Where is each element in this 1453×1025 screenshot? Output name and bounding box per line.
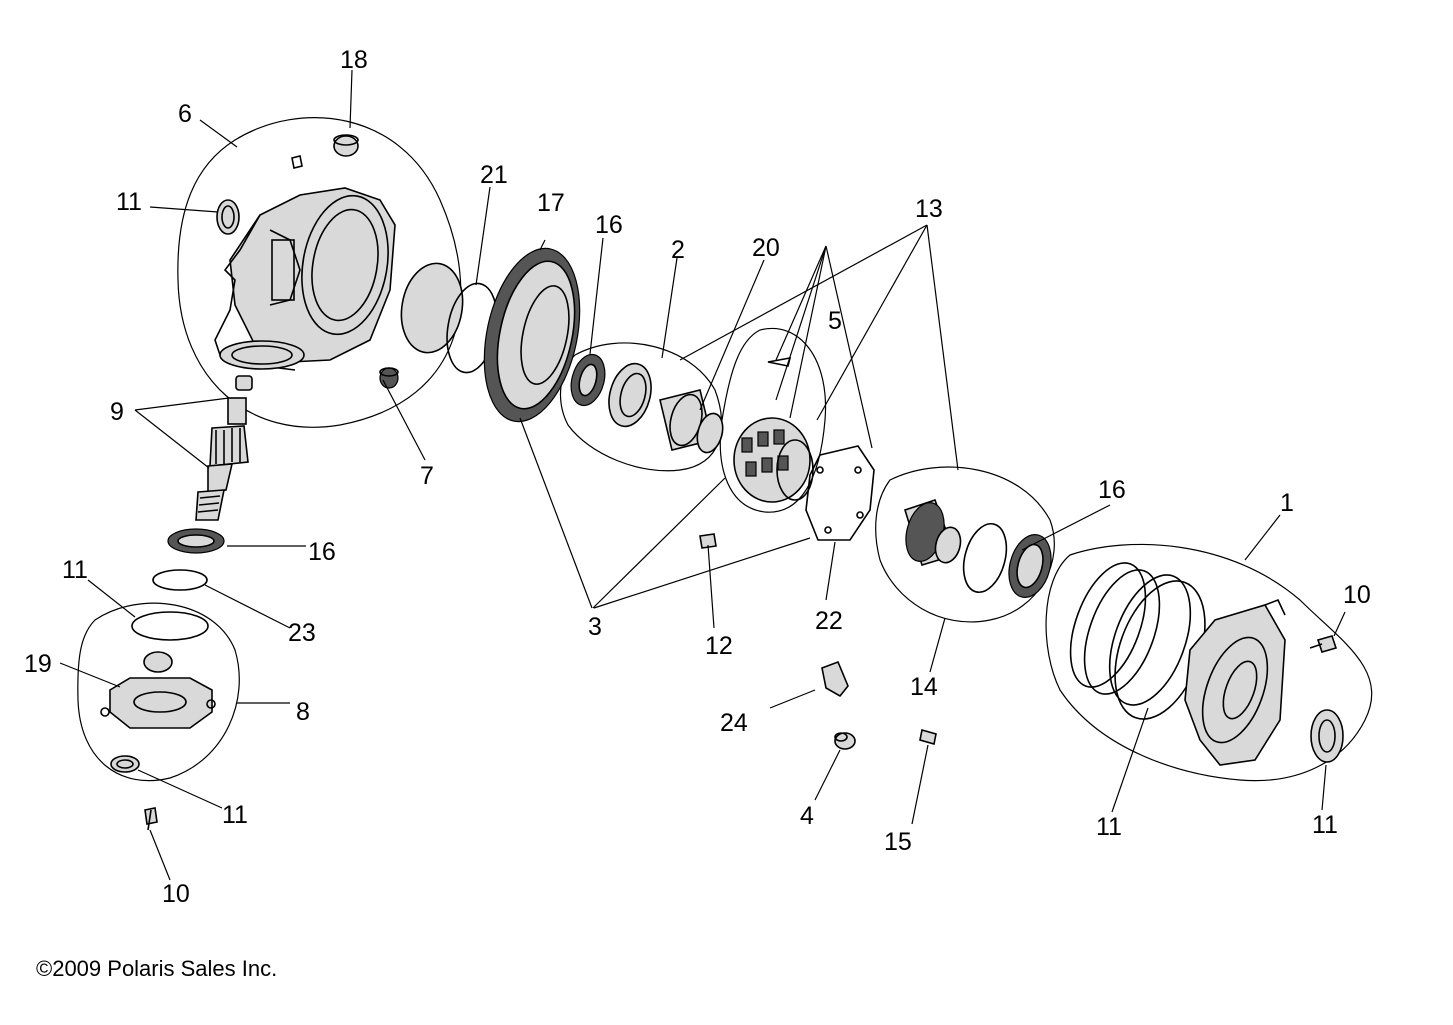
leader-lines [59, 69, 1346, 881]
callout-5: 5 [828, 307, 842, 335]
clip-part-24 [821, 660, 849, 698]
callout-14: 14 [910, 673, 938, 701]
vent-fitting-part-7 [379, 367, 399, 389]
callout-7: 7 [420, 462, 434, 490]
callout-10-right: 10 [1343, 581, 1371, 609]
callout-22: 22 [815, 607, 843, 635]
end-cover-part-1 [1184, 598, 1286, 766]
callout-11-bottom-left: 11 [222, 801, 248, 829]
callout-16-left: 16 [308, 538, 336, 566]
seal-part-11-right [1310, 709, 1344, 763]
callout-21: 21 [480, 161, 508, 189]
hub-part-20 [659, 389, 724, 454]
callout-18: 18 [340, 46, 368, 74]
group-outline-14 [875, 466, 1055, 623]
fitting-part-4 [834, 732, 856, 750]
bolt-part-10-right [1309, 635, 1338, 653]
callout-6: 6 [178, 100, 192, 128]
race-part-2 [608, 362, 652, 428]
callout-11-bottom-center: 11 [1096, 813, 1122, 841]
callout-19: 19 [24, 650, 52, 678]
callout-13: 13 [915, 195, 943, 223]
main-housing-part [214, 187, 396, 371]
small-screw-on-housing [291, 155, 303, 169]
group-outline-5 [719, 327, 827, 513]
ring-gear-part-17 [483, 247, 581, 423]
callout-2: 2 [671, 236, 685, 264]
bolt-part-10-left [144, 807, 158, 831]
bearing-part-16-right [1008, 534, 1052, 598]
screw-part-15 [919, 728, 937, 746]
callout-9: 9 [110, 398, 124, 426]
callout-11-mid-left: 11 [62, 556, 88, 584]
callout-11-bottom-right: 11 [1312, 811, 1338, 839]
o-ring-part-23 [152, 569, 208, 591]
cover-part-8 [100, 611, 216, 773]
race-part-14 [962, 522, 1008, 594]
plug-part-18 [333, 134, 359, 157]
callout-16-top: 16 [595, 211, 623, 239]
roll-cage-part-5 [733, 417, 814, 503]
callout-3: 3 [588, 613, 602, 641]
group-outline-6 [177, 117, 462, 428]
copyright-notice: ©2009 Polaris Sales Inc. [36, 956, 277, 981]
pinion-shaft-part-9 [195, 375, 253, 521]
o-rings-part-11-right [1069, 562, 1206, 720]
seal-part-11-upper-left [216, 199, 240, 235]
callout-1: 1 [1280, 489, 1294, 517]
clip-part-5 [767, 356, 792, 367]
callout-24: 24 [720, 709, 748, 737]
bearing-part-16-center [570, 353, 606, 407]
callout-17: 17 [537, 189, 565, 217]
callout-8: 8 [296, 698, 310, 726]
callout-12: 12 [705, 632, 733, 660]
callout-20: 20 [752, 234, 780, 262]
callout-23: 23 [288, 619, 316, 647]
callout-10-left: 10 [162, 880, 190, 908]
bearing-part-16-left [167, 528, 225, 554]
plate-part-22 [805, 445, 875, 541]
group-outline-8 [77, 602, 240, 782]
callout-11-top-left: 11 [116, 188, 142, 216]
callout-4: 4 [800, 802, 814, 830]
output-hub-part-14 [904, 498, 962, 566]
pin-part-12 [699, 533, 717, 549]
callout-16-right: 16 [1098, 476, 1126, 504]
callout-15: 15 [884, 828, 912, 856]
